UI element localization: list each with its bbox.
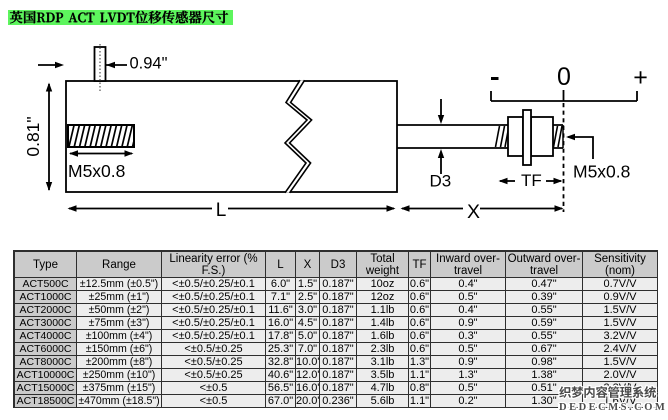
svg-text:L: L (216, 200, 227, 221)
svg-text:+: + (633, 64, 648, 92)
svg-text:X: X (467, 201, 480, 223)
svg-text:M5x0.8: M5x0.8 (68, 161, 125, 181)
svg-text:TF: TF (521, 171, 542, 190)
svg-text:0: 0 (557, 63, 571, 91)
svg-text:0.94": 0.94" (130, 55, 168, 73)
svg-text:0.81": 0.81" (23, 116, 43, 156)
svg-text:M5x0.8: M5x0.8 (573, 162, 630, 182)
svg-text:D3: D3 (430, 172, 452, 191)
